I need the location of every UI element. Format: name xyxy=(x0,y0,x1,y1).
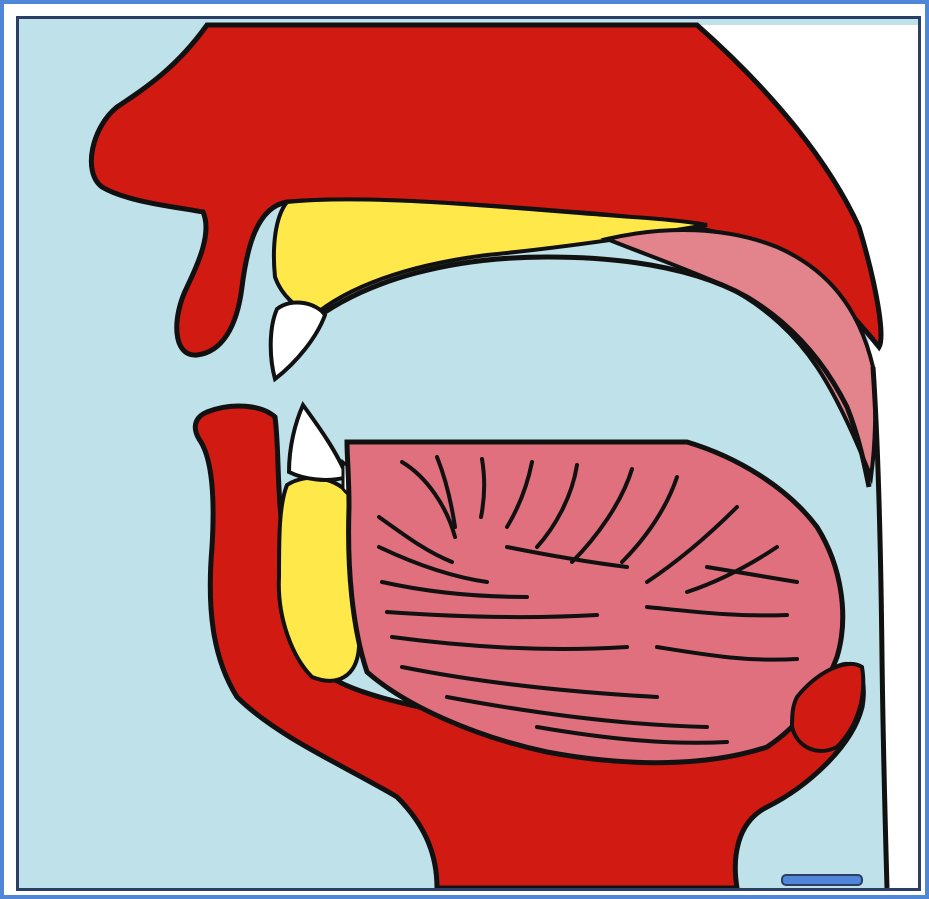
diagram-panel xyxy=(16,16,921,891)
mouth-cross-section-diagram xyxy=(19,19,918,888)
corner-marker xyxy=(782,875,862,885)
